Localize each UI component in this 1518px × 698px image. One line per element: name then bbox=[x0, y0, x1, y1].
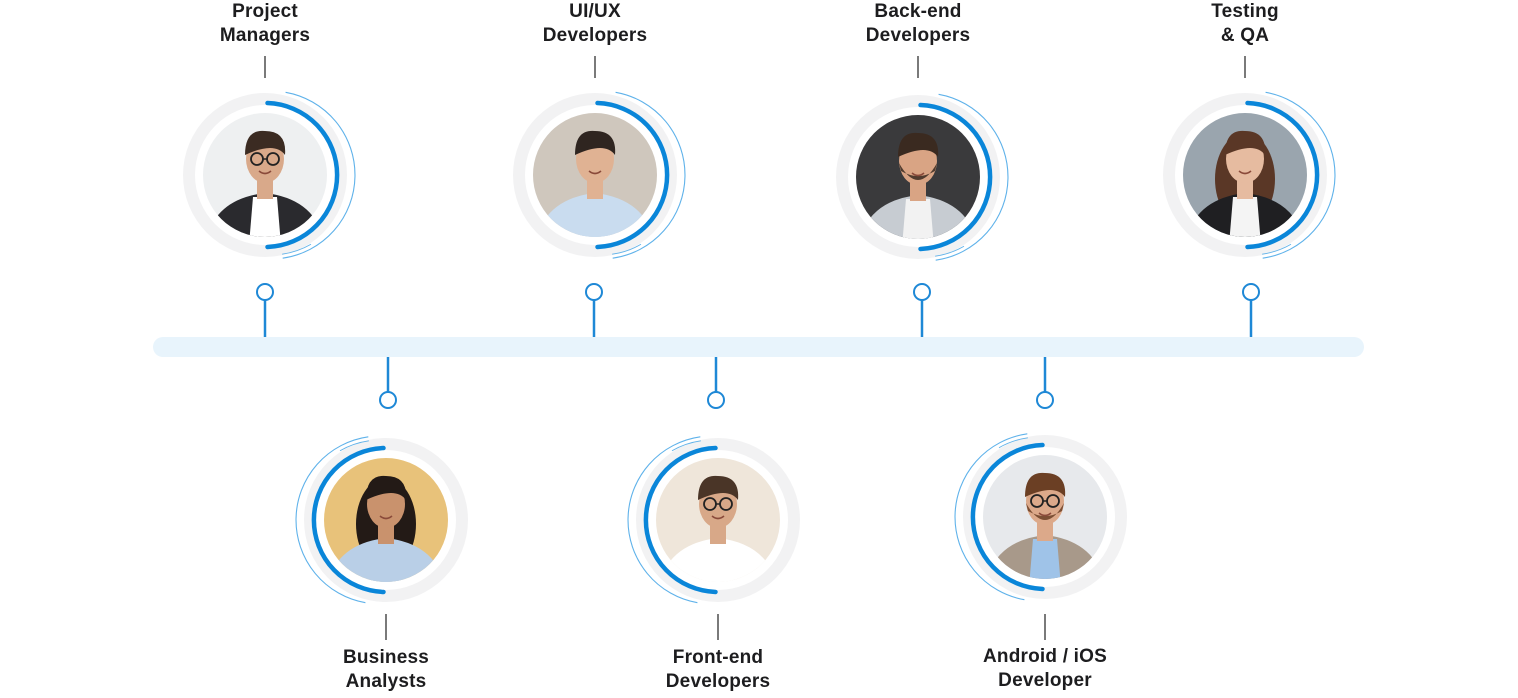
role-label-line: Project bbox=[232, 1, 298, 22]
role-label-line: Android / iOS bbox=[983, 646, 1107, 667]
role-label-line: Front-end bbox=[672, 647, 764, 668]
avatar-portrait bbox=[656, 458, 780, 582]
avatar-portrait bbox=[1183, 113, 1307, 237]
role-node-project-managers bbox=[183, 56, 356, 337]
connector-ring bbox=[1242, 283, 1260, 301]
outer-thin-arc bbox=[935, 93, 1009, 261]
outer-thin-arc bbox=[1262, 91, 1336, 259]
connector-ring bbox=[256, 283, 274, 301]
role-node-testing-qa bbox=[1163, 56, 1336, 337]
outer-thin-arc bbox=[627, 436, 701, 604]
role-label-line: Analysts bbox=[345, 671, 427, 692]
outer-arc-tail bbox=[998, 437, 1028, 449]
progress-arc bbox=[595, 100, 670, 250]
outer-arc-tail bbox=[935, 245, 965, 257]
outer-arc-tail bbox=[339, 440, 369, 452]
role-label-line: & QA bbox=[1220, 25, 1270, 46]
progress-arc bbox=[918, 102, 993, 252]
role-label-line: Business bbox=[342, 647, 430, 668]
outer-arc-tail bbox=[671, 440, 701, 452]
connector-ring bbox=[707, 391, 725, 409]
connector-ring bbox=[913, 283, 931, 301]
outer-thin-arc bbox=[282, 91, 356, 259]
role-label-line: Developers bbox=[542, 25, 648, 46]
connector-ring bbox=[1036, 391, 1054, 409]
progress-arc bbox=[1245, 100, 1320, 250]
role-node-ui-ux-developers bbox=[513, 56, 686, 337]
role-label-line: Testing bbox=[1211, 1, 1279, 22]
role-label-line: Back-end bbox=[874, 1, 962, 22]
outer-thin-arc bbox=[954, 433, 1028, 601]
connector-ring bbox=[379, 391, 397, 409]
connector-ring bbox=[585, 283, 603, 301]
outer-thin-arc bbox=[295, 436, 369, 604]
role-label-line: Developers bbox=[865, 25, 971, 46]
role-label-line: UI/UX bbox=[569, 1, 621, 22]
progress-arc bbox=[643, 445, 718, 595]
outer-arc-tail bbox=[1262, 243, 1292, 255]
role-label-line: Developer bbox=[998, 670, 1092, 691]
role-label-ui-ux-developers: UI/UX Developers bbox=[485, 0, 705, 48]
outer-arc-tail bbox=[282, 243, 312, 255]
outer-arc-tail bbox=[612, 243, 642, 255]
progress-arc bbox=[265, 100, 340, 250]
role-node-android-ios-developer bbox=[954, 357, 1127, 640]
role-label-line: Developers bbox=[665, 671, 771, 692]
outer-thin-arc bbox=[612, 91, 686, 259]
role-node-business-analysts bbox=[295, 357, 468, 640]
role-node-back-end-developers bbox=[836, 56, 1009, 337]
role-label-testing-qa: Testing & QA bbox=[1135, 0, 1355, 48]
role-label-android-ios-developer: Android / iOS Developer bbox=[935, 645, 1155, 693]
progress-arc bbox=[311, 445, 386, 595]
role-label-line: Managers bbox=[219, 25, 311, 46]
role-node-front-end-developers bbox=[627, 357, 800, 640]
progress-arc bbox=[970, 442, 1045, 592]
timeline-bar bbox=[153, 337, 1364, 357]
